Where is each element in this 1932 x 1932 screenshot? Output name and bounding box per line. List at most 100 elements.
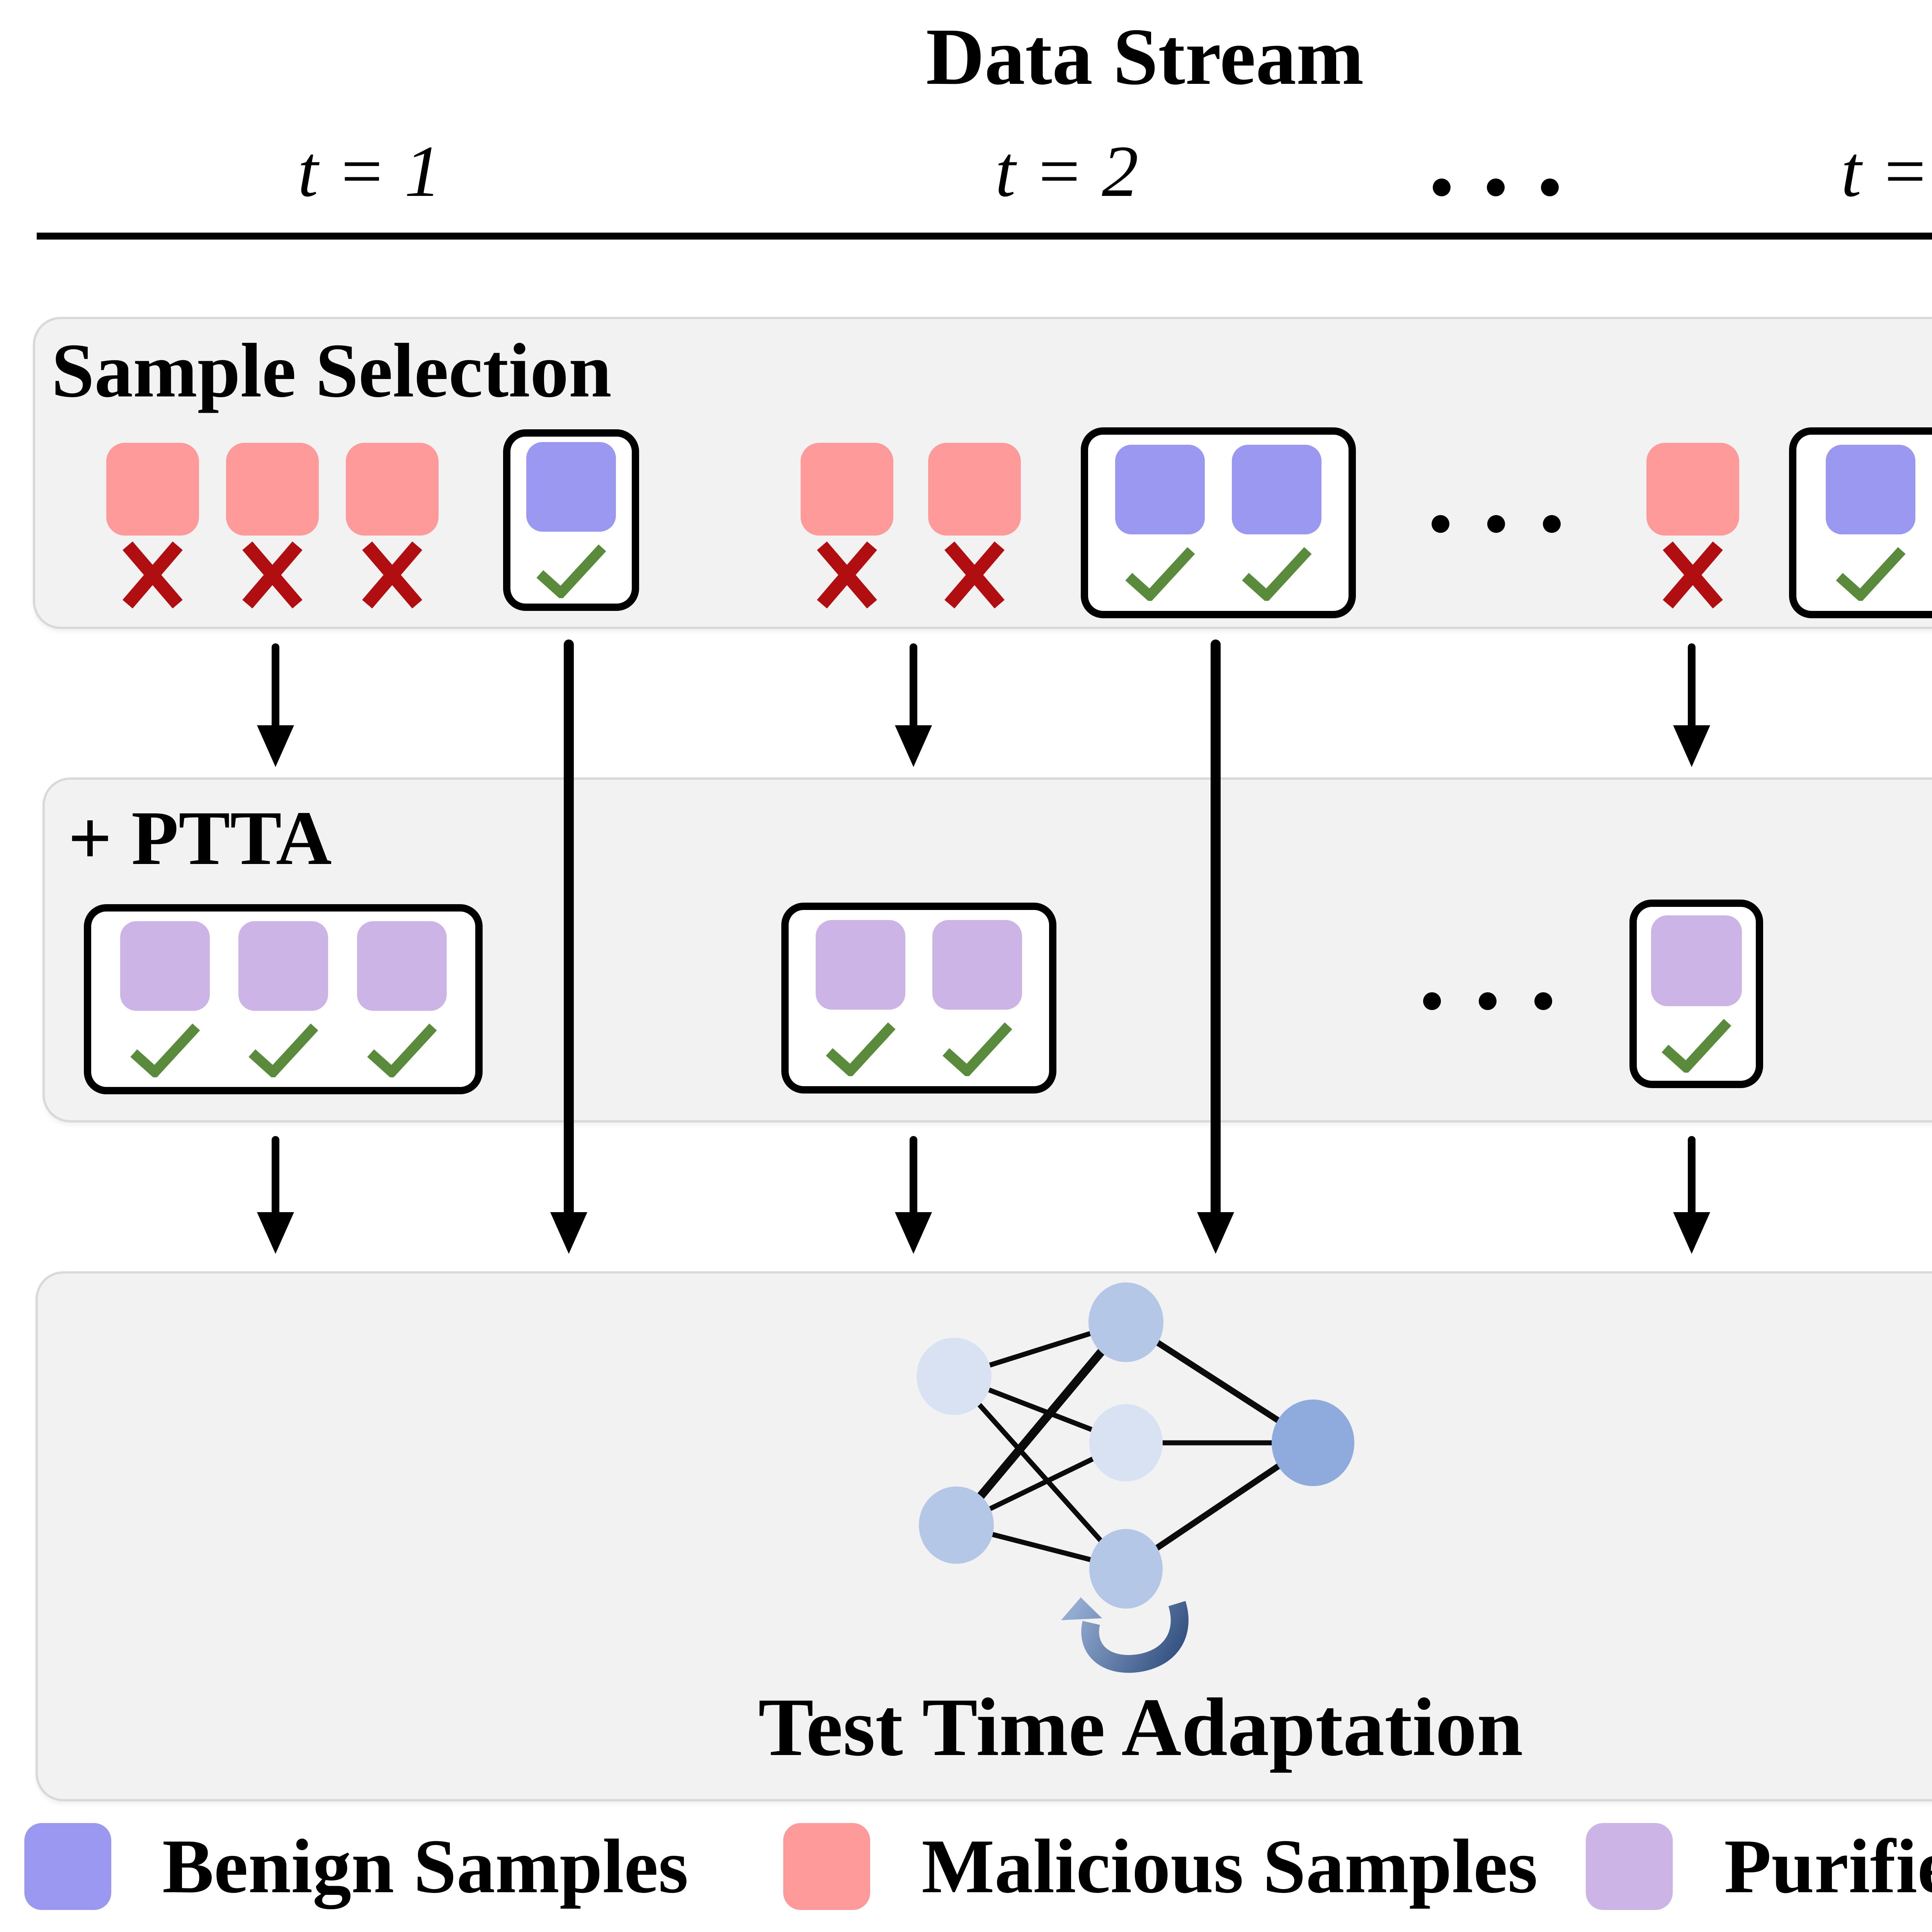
purified-box xyxy=(84,904,483,1094)
purified-box xyxy=(781,903,1056,1094)
reject-x-icon xyxy=(817,541,877,609)
down-arrow xyxy=(895,1136,932,1254)
check-icon xyxy=(942,1022,1012,1076)
down-arrow xyxy=(257,1136,294,1254)
arrowhead-down-icon xyxy=(895,1212,932,1254)
selected-sample-cell xyxy=(1232,445,1321,601)
network-node-hidden-2 xyxy=(1089,1404,1163,1481)
purified-sample-cell xyxy=(1651,915,1742,1073)
ellipsis-dot xyxy=(1541,179,1559,196)
network-node-hidden-1 xyxy=(1088,1282,1163,1362)
ellipsis-dot xyxy=(1433,179,1451,196)
down-arrow-long xyxy=(550,639,587,1254)
ellipsis-dot xyxy=(1423,992,1441,1010)
ellipsis-dot xyxy=(1479,992,1497,1010)
check-icon xyxy=(1662,1019,1731,1073)
adaptation-cycle-arrow-icon xyxy=(1061,1597,1189,1673)
cycle-arrow-body xyxy=(1081,1601,1189,1673)
benign-sample xyxy=(1825,445,1915,534)
arrow-shaft xyxy=(910,1136,917,1212)
purified-sample xyxy=(120,921,210,1011)
check-icon xyxy=(367,1023,437,1077)
check-icon xyxy=(1242,547,1312,601)
arrowhead-down-icon xyxy=(257,1212,294,1254)
selection-box xyxy=(503,429,639,611)
purified-sample xyxy=(357,921,447,1011)
purified-sample-cell xyxy=(238,921,328,1077)
purified-sample-cell xyxy=(357,921,447,1077)
cycle-arrowhead-up-icon xyxy=(1061,1597,1102,1620)
legend-label-benign: Benign Samples xyxy=(162,1823,689,1909)
arrowhead-down-icon xyxy=(1197,1212,1234,1254)
arrow-shaft xyxy=(564,639,574,1212)
legend-swatch-benign xyxy=(24,1823,111,1910)
down-arrow xyxy=(257,643,294,767)
malicious-sample xyxy=(226,443,319,536)
sample-selection-panel: Sample Selection xyxy=(33,317,1932,629)
tta-title: Test Time Adaptation xyxy=(758,1681,1523,1773)
ellipsis-dot xyxy=(1432,515,1449,533)
reject-x-icon xyxy=(944,541,1005,609)
selected-sample-cell xyxy=(1825,445,1915,601)
malicious-sample xyxy=(106,443,199,536)
malicious-sample xyxy=(801,443,893,536)
legend-swatch-purified xyxy=(1586,1823,1673,1910)
legend-swatch-malicious xyxy=(783,1823,870,1910)
page-title: Data Stream xyxy=(926,12,1364,102)
arrowhead-down-icon xyxy=(1673,725,1710,767)
ellipsis-dot xyxy=(1534,992,1552,1010)
reject-x-icon xyxy=(362,541,422,609)
arrowhead-down-icon xyxy=(550,1212,587,1254)
ellipsis-dot xyxy=(1487,179,1505,196)
benign-sample xyxy=(526,442,616,532)
check-icon xyxy=(248,1023,318,1077)
down-arrow-long xyxy=(1197,639,1234,1254)
arrow-shaft xyxy=(1688,643,1696,725)
check-icon xyxy=(1835,547,1906,601)
malicious-sample xyxy=(928,443,1021,536)
purified-sample xyxy=(238,921,328,1011)
ellipsis-dot xyxy=(1487,515,1505,533)
purified-sample-cell xyxy=(120,921,210,1077)
reject-x-icon xyxy=(122,541,183,609)
network-edge xyxy=(953,1319,1129,1528)
timestep-label-t2: t = 2 xyxy=(995,131,1139,212)
check-icon xyxy=(826,1022,896,1076)
check-icon xyxy=(1125,547,1195,601)
network-edge xyxy=(952,1374,1128,1571)
ptta-panel: + PTTA xyxy=(43,777,1932,1122)
arrow-shaft xyxy=(272,643,279,725)
check-icon xyxy=(536,544,606,598)
selected-sample-cell xyxy=(526,442,616,598)
selection-box xyxy=(1081,427,1356,618)
network-node-output xyxy=(1272,1400,1354,1486)
arrowhead-down-icon xyxy=(257,725,294,767)
malicious-sample xyxy=(346,443,439,536)
neural-network-graphic xyxy=(917,1282,1354,1673)
ellipsis-dot xyxy=(1543,515,1561,533)
purified-sample xyxy=(1651,915,1742,1006)
selected-sample-cell xyxy=(1115,445,1205,601)
down-arrow xyxy=(895,643,932,767)
network-node-hidden-3 xyxy=(1089,1529,1163,1609)
purified-sample-cell xyxy=(816,920,905,1076)
arrow-shaft xyxy=(910,643,917,725)
down-arrow xyxy=(1673,1136,1710,1254)
purified-sample-cell xyxy=(932,920,1022,1076)
arrow-shaft xyxy=(272,1136,279,1212)
sample-selection-title: Sample Selection xyxy=(51,328,612,413)
purified-sample xyxy=(816,920,905,1010)
check-icon xyxy=(130,1023,200,1077)
arrow-shaft xyxy=(1211,639,1221,1212)
legend-label-malicious: Malicious Samples xyxy=(922,1823,1538,1909)
timestep-label-tn: t = n xyxy=(1841,131,1932,212)
arrowhead-down-icon xyxy=(1673,1212,1710,1254)
down-arrow xyxy=(1673,643,1710,767)
malicious-sample xyxy=(1646,443,1739,536)
timestep-label-t1: t = 1 xyxy=(298,131,441,212)
network-node-input-2 xyxy=(919,1486,994,1564)
timeline-arrow-shaft xyxy=(37,233,1932,240)
arrow-shaft xyxy=(1688,1136,1696,1212)
selection-box xyxy=(1789,427,1932,618)
